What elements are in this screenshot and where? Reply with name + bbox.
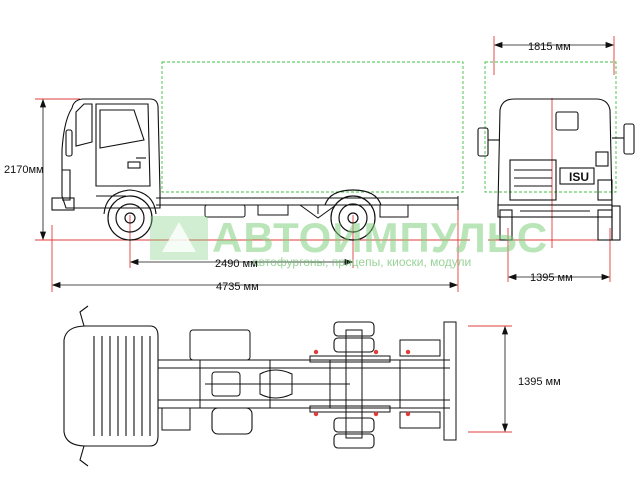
watermark-brand: АВТОИМПУЛЬС	[212, 214, 548, 261]
wheelbase-dimension-label: 2490 мм	[215, 258, 258, 270]
watermark: АВТОИМПУЛЬС автофургоны, прицепы, киоски…	[150, 214, 548, 269]
rear-view-cab	[477, 98, 635, 218]
side-view-rear-wheel	[324, 189, 382, 241]
height-dimension-label: 2170мм	[4, 164, 44, 176]
rear-width-dimension-label: 1815 мм	[528, 41, 571, 53]
top-track-dimension-label: 1395 мм	[518, 376, 561, 388]
top-view-wheels	[211, 321, 375, 449]
rear-track-dimension-label: 1395 мм	[530, 272, 573, 284]
watermark-logo-icon	[162, 222, 196, 252]
overall-length-dimension-label: 4735 мм	[216, 281, 259, 293]
dimension-guides	[35, 36, 620, 433]
cargo-body-envelope-side	[161, 61, 464, 193]
rear-badge-text: ISU	[569, 170, 589, 184]
side-view-frame	[156, 196, 459, 219]
rear-view-wheels	[499, 205, 621, 241]
cargo-body-envelope-rear	[484, 61, 617, 193]
dimension-lines	[39, 41, 615, 433]
top-view-cab	[63, 305, 159, 467]
side-view-front-wheel	[107, 195, 153, 241]
side-view-cab	[51, 98, 161, 215]
top-view-markers	[313, 349, 411, 417]
top-view-frame	[158, 321, 457, 441]
watermark-tagline: автофургоны, прицепы, киоски, модули	[252, 255, 471, 269]
